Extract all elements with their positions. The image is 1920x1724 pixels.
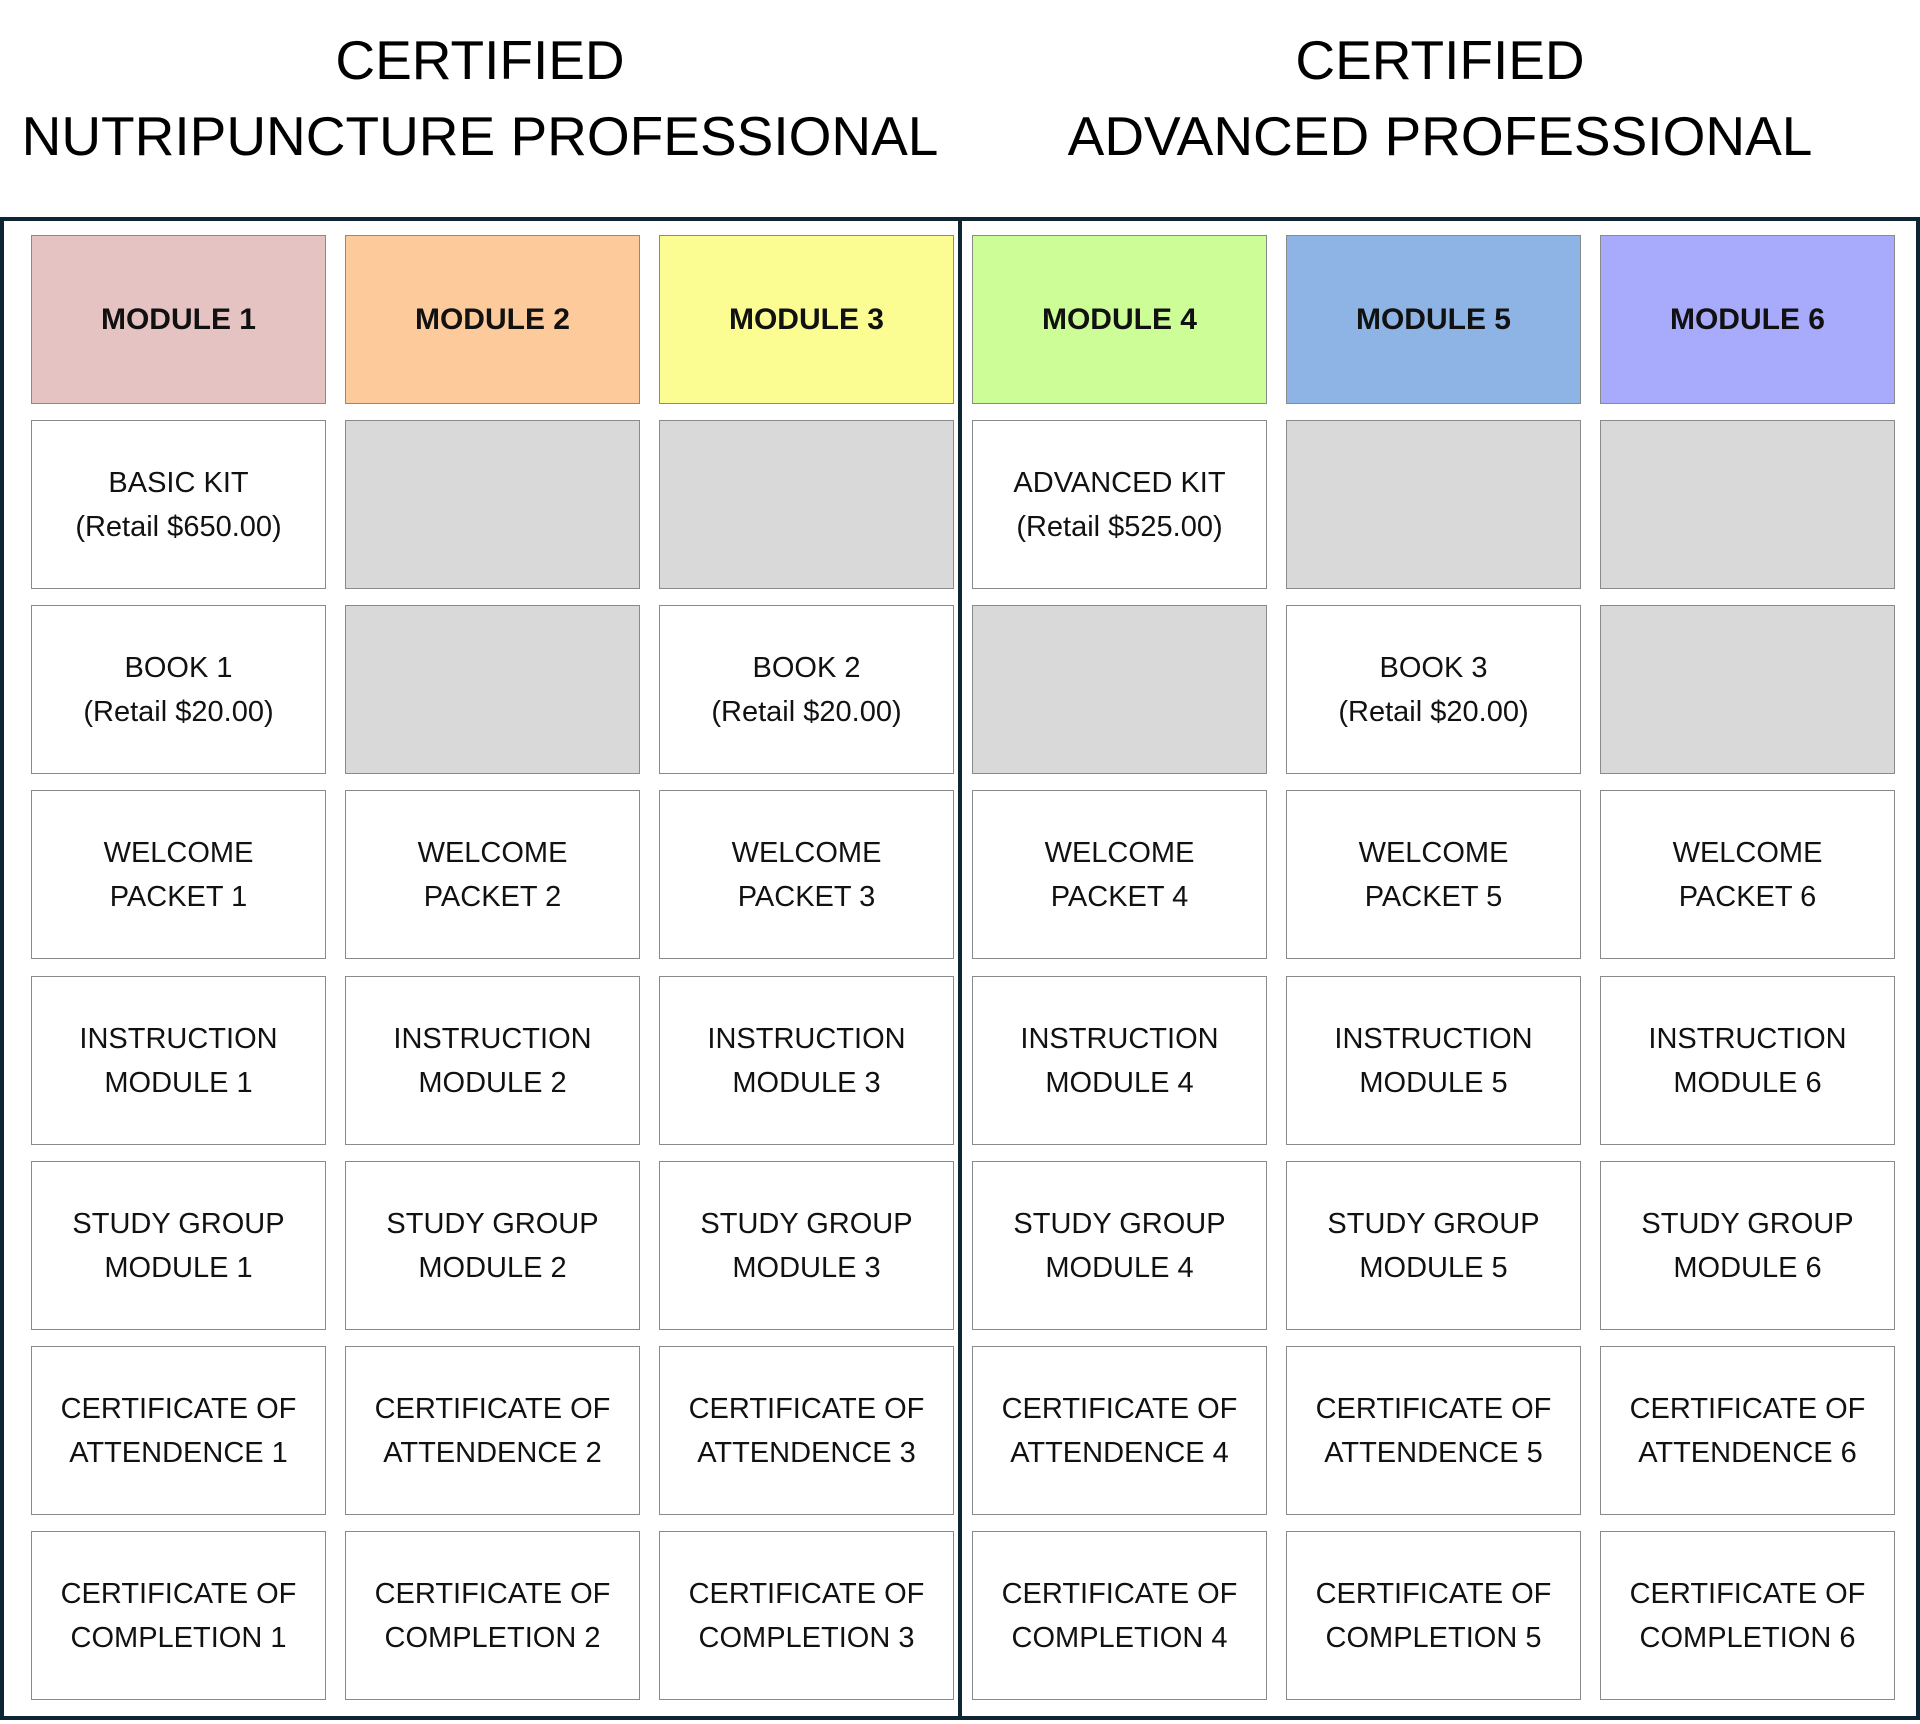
empty-cell <box>1600 605 1895 774</box>
module-header-5: MODULE 5 <box>1286 235 1581 404</box>
item-cell: WELCOME PACKET 1 <box>31 790 326 959</box>
item-label: WELCOME PACKET 4 <box>1044 836 1195 913</box>
item-label: WELCOME PACKET 6 <box>1672 836 1823 913</box>
item-cell: CERTIFICATE OF COMPLETION 1 <box>31 1531 326 1700</box>
module-header-4: MODULE 4 <box>972 235 1267 404</box>
empty-cell <box>345 605 640 774</box>
heading-advanced-professional: CERTIFIED ADVANCED PROFESSIONAL <box>970 22 1910 174</box>
item-label: CERTIFICATE OF COMPLETION 5 <box>1315 1577 1552 1654</box>
item-cell: WELCOME PACKET 5 <box>1286 790 1581 959</box>
heading-left-line-1: CERTIFIED <box>335 29 625 91</box>
item-label: CERTIFICATE OF ATTENDENCE 3 <box>688 1392 925 1469</box>
module-header-label: MODULE 3 <box>728 302 884 336</box>
item-label: CERTIFICATE OF ATTENDENCE 4 <box>1001 1392 1238 1469</box>
item-cell: INSTRUCTION MODULE 2 <box>345 976 640 1145</box>
item-cell: WELCOME PACKET 6 <box>1600 790 1895 959</box>
item-label: BASIC KIT (Retail $650.00) <box>75 466 282 543</box>
item-label: INSTRUCTION MODULE 6 <box>1648 1022 1847 1099</box>
item-label: CERTIFICATE OF ATTENDENCE 1 <box>60 1392 297 1469</box>
item-cell: STUDY GROUP MODULE 1 <box>31 1161 326 1330</box>
item-cell: STUDY GROUP MODULE 3 <box>659 1161 954 1330</box>
item-label: CERTIFICATE OF ATTENDENCE 2 <box>374 1392 611 1469</box>
item-label: CERTIFICATE OF ATTENDENCE 5 <box>1315 1392 1552 1469</box>
item-cell: BASIC KIT (Retail $650.00) <box>31 420 326 589</box>
item-label: BOOK 3 (Retail $20.00) <box>1338 651 1529 728</box>
item-cell: ADVANCED KIT (Retail $525.00) <box>972 420 1267 589</box>
item-cell: CERTIFICATE OF COMPLETION 5 <box>1286 1531 1581 1700</box>
item-label: STUDY GROUP MODULE 1 <box>72 1207 285 1284</box>
empty-cell <box>1600 420 1895 589</box>
item-label: CERTIFICATE OF COMPLETION 2 <box>374 1577 611 1654</box>
item-label: STUDY GROUP MODULE 3 <box>700 1207 913 1284</box>
module-header-label: MODULE 2 <box>414 302 570 336</box>
empty-cell <box>1286 420 1581 589</box>
item-label: INSTRUCTION MODULE 4 <box>1020 1022 1219 1099</box>
item-label: BOOK 1 (Retail $20.00) <box>83 651 274 728</box>
item-cell: CERTIFICATE OF ATTENDENCE 2 <box>345 1346 640 1515</box>
item-cell: BOOK 3 (Retail $20.00) <box>1286 605 1581 774</box>
item-label: CERTIFICATE OF COMPLETION 6 <box>1629 1577 1866 1654</box>
heading-left-line-2: NUTRIPUNCTURE PROFESSIONAL <box>21 105 939 167</box>
item-label: INSTRUCTION MODULE 3 <box>707 1022 906 1099</box>
item-label: STUDY GROUP MODULE 4 <box>1013 1207 1226 1284</box>
item-label: INSTRUCTION MODULE 1 <box>79 1022 278 1099</box>
item-cell: INSTRUCTION MODULE 6 <box>1600 976 1895 1145</box>
item-cell: STUDY GROUP MODULE 5 <box>1286 1161 1581 1330</box>
item-label: STUDY GROUP MODULE 5 <box>1327 1207 1540 1284</box>
item-cell: STUDY GROUP MODULE 4 <box>972 1161 1267 1330</box>
item-cell: INSTRUCTION MODULE 5 <box>1286 976 1581 1145</box>
module-header-3: MODULE 3 <box>659 235 954 404</box>
module-header-1: MODULE 1 <box>31 235 326 404</box>
empty-cell <box>659 420 954 589</box>
module-header-2: MODULE 2 <box>345 235 640 404</box>
item-cell: CERTIFICATE OF ATTENDENCE 5 <box>1286 1346 1581 1515</box>
item-cell: CERTIFICATE OF ATTENDENCE 6 <box>1600 1346 1895 1515</box>
item-cell: WELCOME PACKET 4 <box>972 790 1267 959</box>
item-cell: BOOK 1 (Retail $20.00) <box>31 605 326 774</box>
item-label: WELCOME PACKET 1 <box>103 836 254 913</box>
item-label: CERTIFICATE OF ATTENDENCE 6 <box>1629 1392 1866 1469</box>
item-cell: CERTIFICATE OF ATTENDENCE 4 <box>972 1346 1267 1515</box>
item-cell: INSTRUCTION MODULE 4 <box>972 976 1267 1145</box>
item-label: STUDY GROUP MODULE 6 <box>1641 1207 1854 1284</box>
item-label: ADVANCED KIT (Retail $525.00) <box>1013 466 1226 543</box>
item-cell: BOOK 2 (Retail $20.00) <box>659 605 954 774</box>
item-label: CERTIFICATE OF COMPLETION 1 <box>60 1577 297 1654</box>
item-label: WELCOME PACKET 2 <box>417 836 568 913</box>
empty-cell <box>972 605 1267 774</box>
empty-cell <box>345 420 640 589</box>
item-cell: CERTIFICATE OF ATTENDENCE 3 <box>659 1346 954 1515</box>
module-header-6: MODULE 6 <box>1600 235 1895 404</box>
item-cell: CERTIFICATE OF COMPLETION 2 <box>345 1531 640 1700</box>
item-label: STUDY GROUP MODULE 2 <box>386 1207 599 1284</box>
item-cell: CERTIFICATE OF COMPLETION 3 <box>659 1531 954 1700</box>
heading-right-line-2: ADVANCED PROFESSIONAL <box>1067 105 1813 167</box>
module-header-label: MODULE 5 <box>1355 302 1511 336</box>
item-cell: STUDY GROUP MODULE 6 <box>1600 1161 1895 1330</box>
item-cell: WELCOME PACKET 2 <box>345 790 640 959</box>
item-cell: WELCOME PACKET 3 <box>659 790 954 959</box>
module-header-label: MODULE 1 <box>100 302 256 336</box>
item-cell: CERTIFICATE OF ATTENDENCE 1 <box>31 1346 326 1515</box>
heading-nutripuncture-professional: CERTIFIED NUTRIPUNCTURE PROFESSIONAL <box>10 22 950 174</box>
module-header-label: MODULE 4 <box>1041 302 1197 336</box>
item-label: INSTRUCTION MODULE 5 <box>1334 1022 1533 1099</box>
heading-right-line-1: CERTIFIED <box>1295 29 1585 91</box>
item-label: WELCOME PACKET 3 <box>731 836 882 913</box>
item-cell: INSTRUCTION MODULE 1 <box>31 976 326 1145</box>
item-cell: CERTIFICATE OF COMPLETION 6 <box>1600 1531 1895 1700</box>
module-header-label: MODULE 6 <box>1669 302 1825 336</box>
item-label: BOOK 2 (Retail $20.00) <box>711 651 902 728</box>
item-cell: INSTRUCTION MODULE 3 <box>659 976 954 1145</box>
item-cell: STUDY GROUP MODULE 2 <box>345 1161 640 1330</box>
item-label: INSTRUCTION MODULE 2 <box>393 1022 592 1099</box>
item-cell: CERTIFICATE OF COMPLETION 4 <box>972 1531 1267 1700</box>
item-label: WELCOME PACKET 5 <box>1358 836 1509 913</box>
item-label: CERTIFICATE OF COMPLETION 3 <box>688 1577 925 1654</box>
item-label: CERTIFICATE OF COMPLETION 4 <box>1001 1577 1238 1654</box>
